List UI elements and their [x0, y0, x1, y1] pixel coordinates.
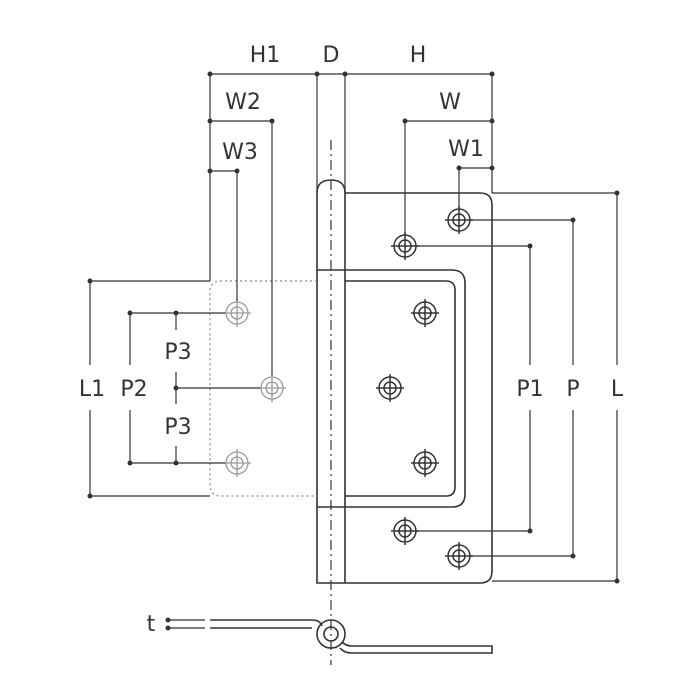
hole-bottom-left [391, 517, 419, 545]
hinge-right-leaf-outline [316, 192, 493, 584]
label-w1: W1 [448, 137, 484, 162]
label-h1: H1 [250, 43, 281, 68]
hidden-hole-bottom [223, 449, 251, 477]
hole-frame-bottom [411, 449, 439, 477]
label-l1: L1 [79, 377, 105, 402]
hole-bottom-right [445, 542, 473, 570]
label-p3-upper: P3 [164, 340, 191, 365]
thickness-dots [165, 617, 171, 631]
label-w: W [439, 90, 461, 115]
hinge-holes [376, 206, 473, 570]
label-p1: P1 [516, 377, 543, 402]
label-t: t [147, 612, 156, 637]
label-p2: P2 [120, 377, 147, 402]
label-p3-lower: P3 [164, 415, 191, 440]
hole-frame-middle [376, 374, 404, 402]
thickness-dimension [166, 619, 205, 629]
label-l: L [611, 377, 624, 402]
label-d: D [323, 43, 340, 68]
label-w2: W2 [225, 90, 261, 115]
hole-frame-top [411, 299, 439, 327]
hinge-end-view [210, 619, 493, 654]
hinge-inner-frame-inner [345, 280, 456, 497]
hole-top-left [391, 232, 419, 260]
hole-top-right [445, 206, 473, 234]
dimension-dots [87, 71, 620, 584]
label-h: H [410, 43, 427, 68]
hidden-hole-top [223, 299, 251, 327]
dimension-lines [89, 73, 618, 582]
hinge-inner-frame [317, 269, 466, 508]
hidden-leaf-holes [223, 299, 286, 477]
hidden-hole-middle [258, 374, 286, 402]
label-p: P [566, 377, 579, 402]
label-w3: W3 [222, 140, 258, 165]
